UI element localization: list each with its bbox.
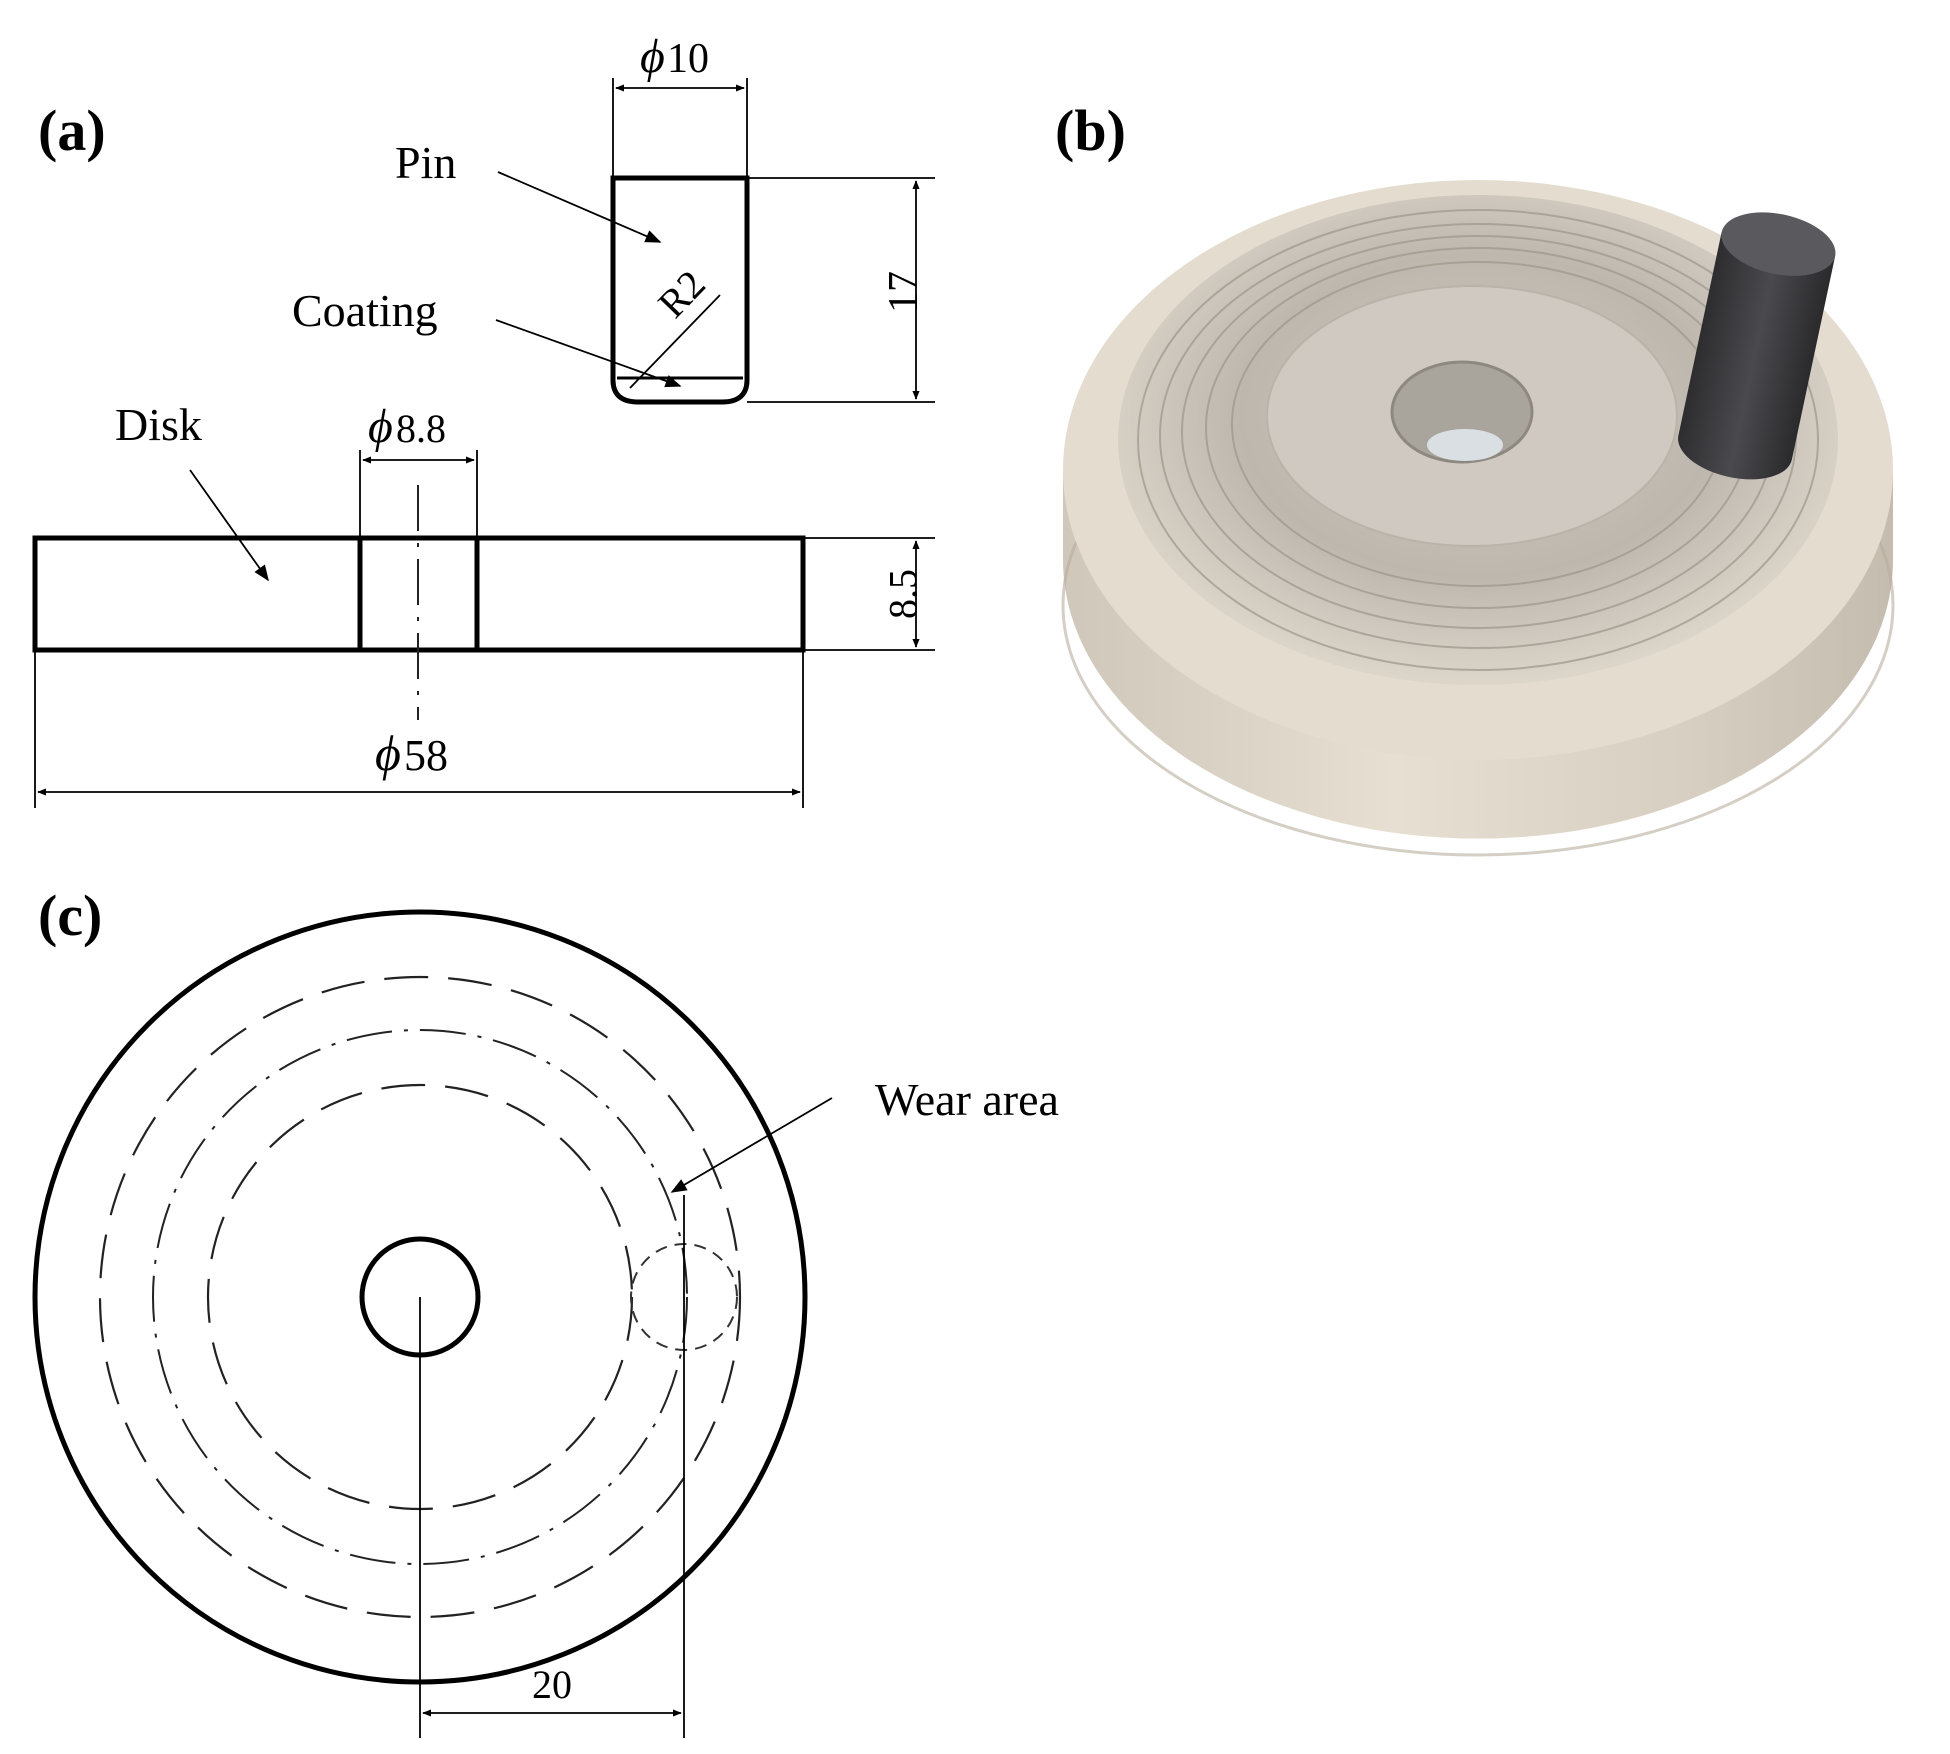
hole-diameter-dimension: ϕ 8.8 — [359, 400, 478, 538]
track-radius-dimension: 20 — [422, 1662, 682, 1717]
wear-area-arrow — [670, 1097, 833, 1193]
pin-photo-top — [1721, 212, 1836, 276]
disk-arrow — [189, 469, 269, 582]
disk-diameter-symbol: ϕ — [375, 725, 401, 781]
disk-thickness-value: 8.5 — [881, 569, 926, 619]
hole-diameter-symbol: ϕ — [368, 400, 393, 453]
disk-label: Disk — [115, 399, 202, 450]
panel-b-label: (b) — [1055, 98, 1126, 163]
pin-radius-value: R2 — [649, 261, 714, 326]
hole-diameter-value: 8.8 — [396, 406, 446, 451]
pin-diameter-value: 10 — [667, 36, 709, 82]
track-radius-value: 20 — [532, 1662, 572, 1707]
pin-arrow — [497, 171, 662, 243]
panel-a: (a) ϕ 10 17 R2 Pin Coating — [32, 30, 935, 808]
disk-diameter-value: 58 — [404, 731, 448, 780]
pin-diameter-symbol: ϕ — [640, 30, 665, 83]
coating-label: Coating — [292, 285, 438, 336]
pin-height-dimension: 17 — [747, 177, 935, 403]
wear-track-outer — [98, 975, 742, 1619]
panel-c-label: (c) — [38, 883, 102, 948]
panel-a-label: (a) — [38, 98, 106, 163]
disk-photo-hole-bottom — [1427, 429, 1503, 461]
pin-radius-callout: R2 — [629, 261, 721, 389]
disk-photo — [1061, 180, 1895, 857]
pin-photo — [1678, 212, 1836, 480]
wear-area-label: Wear area — [875, 1074, 1059, 1125]
pin-photo-body — [1678, 232, 1836, 480]
panel-c: (c) 20 Wear area — [32, 883, 1059, 1738]
disk-section-left — [32, 535, 363, 653]
panel-b: (b) — [1055, 98, 1895, 857]
disk-diameter-dimension: ϕ 58 — [34, 650, 804, 808]
pin-height-value: 17 — [881, 271, 927, 313]
wear-track-center — [152, 1029, 688, 1565]
pin-diameter-dimension: ϕ 10 — [612, 30, 748, 178]
disk-thickness-dimension: 8.5 — [803, 537, 935, 651]
pin-label: Pin — [395, 137, 456, 188]
pin-outline — [610, 175, 750, 405]
coating-arrow — [495, 319, 682, 388]
disk-section-right — [474, 535, 806, 653]
